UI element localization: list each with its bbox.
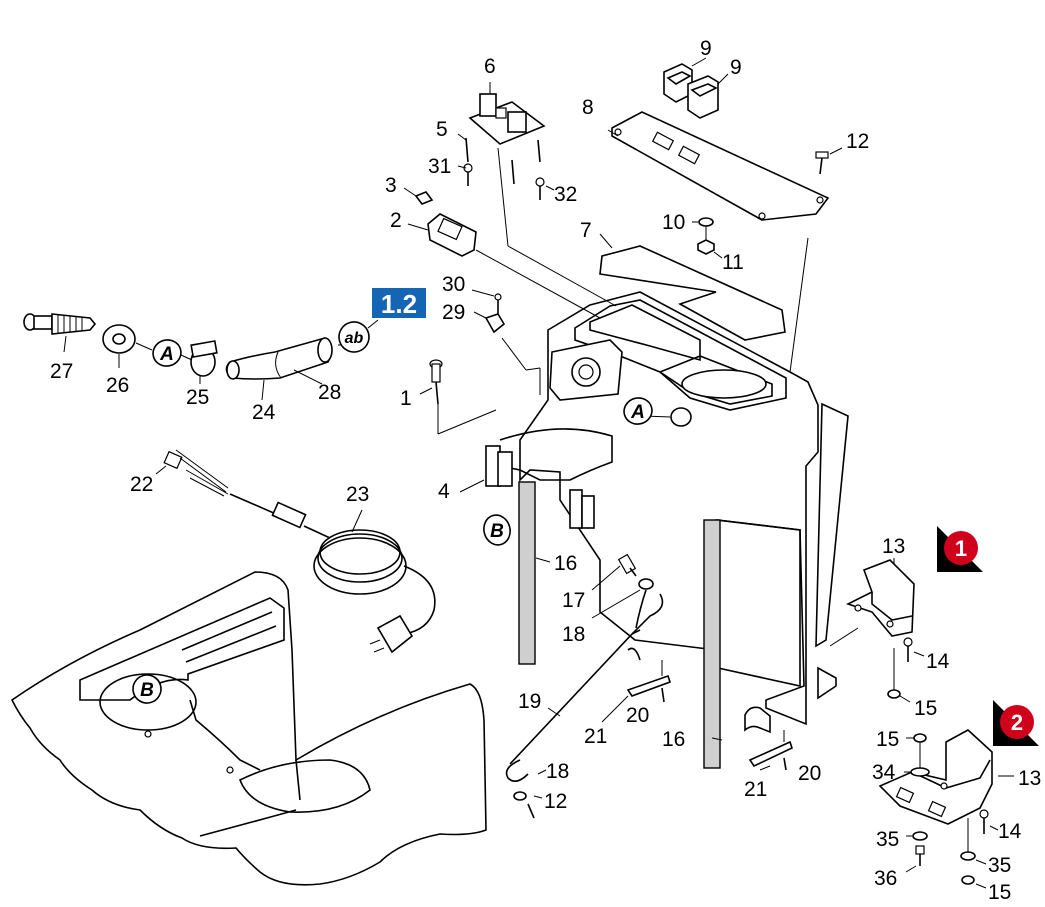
part-number: 32	[554, 183, 577, 206]
marker-ab: ab	[338, 321, 370, 353]
washer-icon	[102, 324, 136, 354]
rocker-switch-icon	[663, 63, 719, 119]
screw-icon	[903, 637, 913, 662]
svg-text:B: B	[140, 680, 154, 701]
power-cord	[155, 449, 436, 654]
part-number: 31	[428, 155, 451, 178]
socket-insert	[403, 187, 477, 257]
screw-icon	[419, 359, 443, 405]
part-number: 2	[390, 209, 402, 232]
part-number: 36	[874, 867, 897, 890]
svg-text:2: 2	[1011, 710, 1023, 735]
fastener-icon	[471, 289, 506, 334]
part-number: 5	[436, 118, 448, 141]
svg-text:1.2: 1.2	[381, 289, 417, 319]
washer-icon	[698, 217, 714, 227]
part-number: 9	[730, 56, 742, 79]
nozzle-fitting-icon	[23, 313, 97, 335]
part-number: 35	[876, 828, 899, 851]
part-number: 25	[186, 386, 209, 409]
svg-text:B: B	[490, 521, 504, 542]
part-number: 21	[584, 725, 607, 748]
part-number: 7	[580, 219, 592, 242]
part-number: 11	[722, 251, 744, 274]
screw-icon	[815, 151, 829, 175]
part-number: 35	[988, 854, 1011, 877]
part-number: 23	[346, 483, 369, 506]
hose-clamp-icon	[190, 340, 218, 377]
hose-icon	[225, 337, 333, 380]
part-number: 28	[318, 381, 341, 404]
part-number: 17	[562, 589, 585, 612]
screw-icon	[912, 809, 989, 885]
part-number: 16	[554, 552, 577, 575]
part-number: 20	[798, 762, 821, 785]
switch-plate-assembly	[611, 57, 843, 259]
leader-lines	[437, 129, 895, 741]
side-bar-left	[518, 481, 536, 665]
hose-assembly	[23, 313, 379, 401]
part-number: 15	[914, 697, 937, 720]
part-number: 21	[744, 778, 767, 801]
part-number: 19	[518, 690, 541, 713]
part-number: 10	[662, 211, 685, 234]
part-number: 12	[544, 790, 567, 813]
part-number: 8	[582, 96, 594, 119]
part-number: 9	[700, 37, 712, 60]
svg-text:ab: ab	[345, 330, 364, 347]
screw-icon	[463, 163, 545, 200]
part-number: 18	[546, 760, 569, 783]
part-number: 24	[252, 401, 276, 424]
svg-text:A: A	[159, 344, 174, 365]
marker-a-housing: A	[623, 397, 653, 425]
main-housing	[485, 291, 849, 734]
marker-b-cover: B	[132, 674, 162, 704]
part-number: 3	[385, 174, 397, 197]
part-number: 6	[484, 55, 496, 78]
part-number: 4	[438, 480, 450, 503]
part-number: 29	[442, 301, 465, 324]
part-number: 22	[130, 473, 153, 496]
part-number: 20	[626, 704, 649, 727]
variant-badge-2: 2	[993, 700, 1039, 746]
part-number: 26	[106, 374, 129, 397]
part-number: 15	[988, 881, 1011, 904]
nut-icon	[697, 239, 715, 255]
part-number: 13	[1018, 767, 1041, 790]
side-bar-right	[703, 519, 721, 769]
part-number: 27	[50, 360, 73, 383]
bracket-variant-1	[845, 558, 925, 703]
gasket-pad	[599, 245, 786, 341]
marker-a-hose: A	[152, 339, 182, 367]
part-number: 30	[442, 273, 465, 296]
reference-badge: 1.2	[372, 288, 426, 319]
circuit-board-assembly	[457, 82, 555, 200]
marker-b-housing: B	[483, 514, 511, 546]
part-number: 18	[562, 623, 585, 646]
variant-badge-1: 1	[937, 526, 983, 572]
part-number: 16	[662, 728, 685, 751]
part-number: 12	[846, 130, 869, 153]
part-number: 14	[926, 650, 950, 673]
part-number: 1	[400, 387, 412, 410]
safety-cable-assembly	[505, 553, 664, 819]
lower-cover	[10, 571, 487, 886]
bracket-icon	[601, 660, 793, 771]
svg-text:1: 1	[955, 536, 967, 561]
svg-text:A: A	[630, 402, 645, 423]
part-number: 13	[882, 535, 905, 558]
part-number: 15	[876, 728, 899, 751]
part-number: 14	[998, 820, 1022, 843]
bracket-variant-2	[878, 729, 1014, 889]
part-number-labels: 1 2 3 4 5 6 7 8 9 9 10 11 12 12 13 13 14…	[50, 37, 1041, 904]
part-number: 34	[872, 761, 896, 784]
